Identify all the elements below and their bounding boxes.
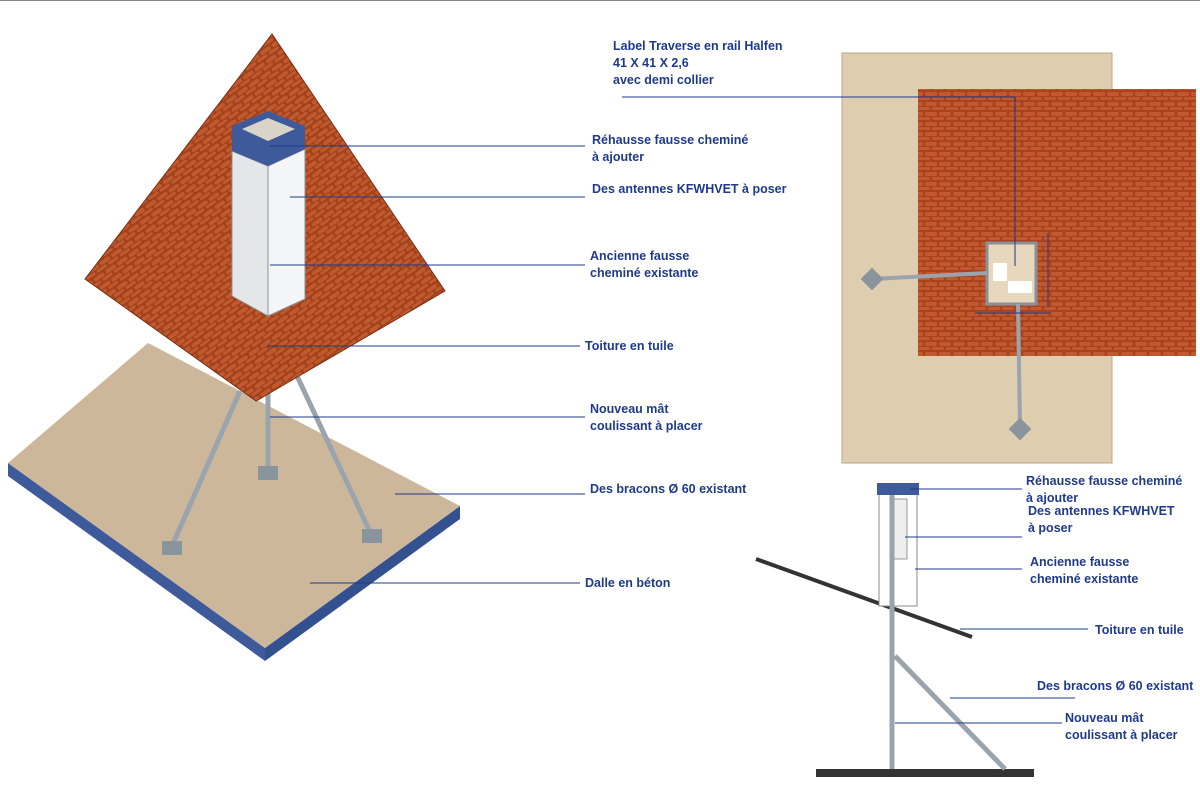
concrete-slab <box>8 343 460 661</box>
plan-antenna <box>1008 281 1032 293</box>
section-label-ancienne: Ancienne fausse cheminé existante <box>1030 555 1139 586</box>
label-toiture: Toiture en tuile <box>585 339 674 353</box>
brace-base-plates <box>162 466 382 555</box>
section-label-bracons: Des bracons Ø 60 existant <box>1037 679 1194 693</box>
chimney-iso <box>231 111 306 317</box>
label-traverse: Label Traverse en rail Halfen 41 X 41 X … <box>613 39 783 87</box>
plan-antenna <box>993 263 1007 281</box>
leader-lines <box>268 96 1088 724</box>
label-mat: Nouveau mât coulissant à placer <box>590 402 703 433</box>
section-label-antennes: Des antennes KFWHVET à poser <box>1028 504 1175 535</box>
label-ancienne-cheminee: Ancienne fausse cheminé existante <box>590 249 699 280</box>
section-label-rehausse: Réhausse fausse cheminé à ajouter <box>1026 474 1183 505</box>
section-label-toiture: Toiture en tuile <box>1095 623 1184 637</box>
plan-dimension-lines <box>975 233 1050 314</box>
section-view <box>755 483 1034 777</box>
label-rehausse: Réhausse fausse cheminé à ajouter <box>592 133 749 164</box>
plan-braces <box>871 271 1022 427</box>
label-bracons: Des bracons Ø 60 existant <box>590 482 747 496</box>
label-antennes: Des antennes KFWHVET à poser <box>592 182 787 196</box>
section-label-mat: Nouveau mât coulissant à placer <box>1065 711 1178 742</box>
label-dalle: Dalle en béton <box>585 576 671 590</box>
plan-tiled-roof <box>918 89 1196 356</box>
